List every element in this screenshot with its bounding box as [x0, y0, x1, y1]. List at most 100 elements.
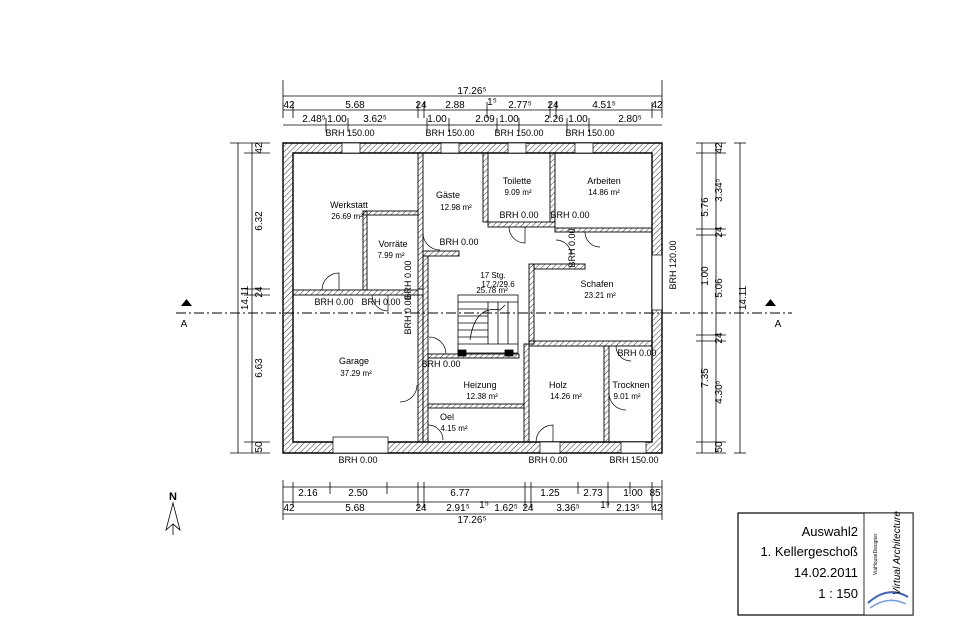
title-block — [737, 512, 914, 616]
brh-label: BRH 0.00 — [421, 359, 460, 369]
bottom-dim2: 2.13⁵ — [616, 503, 640, 514]
top-dim2: 1.00 — [327, 114, 347, 125]
top-dim: 2.77⁵ — [508, 100, 532, 111]
right-dim2: 5.06 — [714, 278, 725, 298]
top-dim: 42 — [651, 100, 663, 111]
brh-label: BRH 0.00 — [439, 237, 478, 247]
outer-walls — [282, 142, 663, 454]
bottom-dim2: 1⁵ — [479, 500, 489, 511]
room-area: 17.2/29.6 — [481, 280, 515, 289]
left-dim: 42 — [254, 142, 265, 154]
room-name: Werkstatt — [330, 200, 368, 210]
left-dim: 24 — [254, 286, 265, 298]
section-marker-left-icon — [181, 299, 192, 306]
right-dim: 50 — [714, 441, 725, 453]
brh-label: BRH 150.00 — [494, 128, 543, 138]
bottom-total-dim: 17.26⁵ — [457, 515, 486, 526]
right-dim: 1.00 — [700, 266, 711, 286]
bottom-dim2: 1.62⁵ — [494, 503, 518, 514]
top-dim: 24 — [415, 100, 427, 111]
brh-label: BRH 0.00 — [403, 260, 413, 299]
room-area: 9.01 m² — [613, 392, 640, 401]
left-dim: 50 — [254, 441, 265, 453]
logo-text: Virtual Architecture — [892, 511, 903, 595]
brh-label-right: BRH 120.00 — [668, 240, 678, 289]
room-name: 17 Stg. — [480, 271, 505, 280]
top-dim: 5.68 — [345, 100, 365, 111]
left-dimension-chain — [230, 142, 270, 454]
top-total-dim: 17.26⁵ — [457, 86, 486, 97]
bottom-dim: 6.77 — [450, 488, 470, 499]
bottom-dim: 1.00 — [623, 488, 643, 499]
brh-label: BRH 0.00 — [499, 210, 538, 220]
brh-label: BRH 0.00 — [550, 210, 589, 220]
company-logo-icon: Virtual Architecture ViaHouseDesigner — [867, 511, 909, 609]
left-total-dim: 14.11 — [240, 285, 251, 310]
room-area: 9.09 m² — [504, 188, 531, 197]
right-dim: 4.30⁵ — [714, 380, 725, 404]
inner-walls — [292, 152, 653, 443]
top-dim2: 2.09 — [475, 114, 495, 125]
brh-label: BRH 0.00 — [528, 455, 567, 465]
top-dim2: 1.00 — [427, 114, 447, 125]
section-marker-right-icon — [765, 299, 776, 306]
top-dim2: 2.26 — [544, 114, 564, 125]
title-block-line3: 14.02.2011 — [794, 565, 858, 580]
top-dim2: 3.62⁵ — [363, 114, 387, 125]
bottom-dim2: 3.36⁵ — [556, 503, 580, 514]
right-dim2: 5.76 — [700, 197, 711, 217]
bottom-dim: 1.25 — [540, 488, 560, 499]
bottom-dim2: 42 — [651, 503, 663, 514]
bottom-dim2: 1⁵ — [600, 500, 610, 511]
room-name: Gäste — [436, 190, 460, 200]
brh-label: BRH 0.00 — [567, 228, 577, 267]
left-dim: 6.32 — [254, 211, 265, 231]
section-line — [176, 299, 792, 314]
top-dim2: 2.48⁵ — [302, 114, 326, 125]
right-dim: 3.34⁵ — [714, 178, 725, 202]
room-name: Heizung — [463, 380, 496, 390]
top-dimension-chain — [282, 80, 663, 132]
room-area: 12.38 m² — [466, 392, 498, 401]
brh-label: BRH 0.00 — [403, 295, 413, 334]
bottom-dim2: 42 — [283, 503, 295, 514]
top-dim: 2.88 — [445, 100, 465, 111]
bottom-dim2: 5.68 — [345, 503, 365, 514]
section-label-right: A — [775, 319, 782, 330]
room-area: 25.78 m² — [476, 286, 508, 295]
bottom-dim: 2.50 — [348, 488, 368, 499]
room-name: Vorräte — [378, 239, 407, 249]
title-block-line4: 1 : 150 — [818, 586, 858, 601]
brh-label: BRH 150.00 — [609, 455, 658, 465]
room-area: 12.98 m² — [440, 203, 472, 212]
bottom-dim: 85 — [649, 488, 661, 499]
left-dim: 6.63 — [254, 358, 265, 378]
staircase — [457, 294, 519, 357]
top-dim2: 1.00 — [568, 114, 588, 125]
bottom-dim2: 24 — [522, 503, 534, 514]
brh-label: BRH 150.00 — [325, 128, 374, 138]
room-name: Garage — [339, 356, 369, 366]
brh-label: BRH 0.00 — [361, 297, 400, 307]
right-dim2: 7.35 — [700, 368, 711, 388]
doors — [321, 226, 632, 443]
north-arrow-icon — [165, 501, 181, 535]
bottom-dim2: 2.91⁵ — [446, 503, 470, 514]
room-area: 4.15 m² — [440, 424, 467, 433]
top-dim2: 1.00 — [499, 114, 519, 125]
room-area: 37.29 m² — [340, 369, 372, 378]
room-area: 23.21 m² — [584, 291, 616, 300]
room-name: Toilette — [503, 176, 532, 186]
bottom-dimension-chain — [282, 480, 663, 520]
top-dim2: 2.80⁵ — [618, 114, 642, 125]
room-name: Arbeiten — [587, 176, 621, 186]
right-dimension-chain — [696, 142, 746, 454]
room-area: 14.86 m² — [588, 188, 620, 197]
bottom-dim: 2.16 — [298, 488, 318, 499]
title-block-line2: 1. Kellergeschoß — [760, 544, 858, 559]
right-dim: 24 — [714, 332, 725, 344]
brh-label: BRH 0.00 — [338, 455, 377, 465]
right-dim: 24 — [714, 226, 725, 238]
top-dim: 1⁵ — [487, 97, 497, 108]
